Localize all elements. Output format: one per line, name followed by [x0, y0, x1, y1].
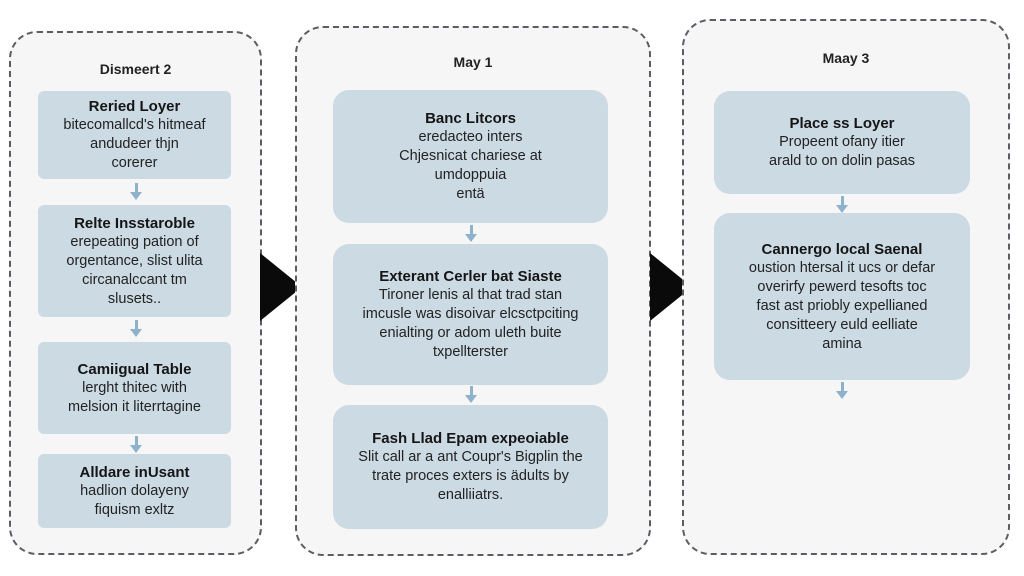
card-body-line: enialting or adom uleth buite	[379, 325, 562, 341]
down-arrow-icon	[465, 386, 477, 404]
down-arrow-icon	[465, 225, 477, 243]
card-body-line: hadlion dolayeny	[80, 482, 189, 499]
card-body-line: arald to on dolin pasas	[769, 153, 915, 169]
card-reried-loyer: Reried Loyer bitecomallcd's hitmeaf andu…	[38, 91, 231, 179]
card-body-line: amina	[822, 335, 862, 352]
card-title: Fash Llad Epam expeoiable	[372, 430, 569, 447]
card-title: Relte Insstaroble	[74, 214, 195, 232]
panel-title: Dismeert 2	[99, 61, 172, 77]
card-place-ss-loyer: Place ss Loyer Propeent ofany itier aral…	[714, 91, 970, 194]
card-body-line: txpellterster	[433, 344, 508, 360]
card-body-line: enalliiatrs.	[437, 487, 504, 503]
card-body-line: trate proces exters is ädults by	[372, 468, 569, 484]
card-body-line: circanalccant tm	[82, 271, 187, 288]
card-title: Alldare inUsant	[79, 463, 190, 481]
panel-title: May 1	[453, 54, 493, 70]
panel-title: Maay 3	[822, 50, 870, 66]
card-body-line: Tironer lenis al that trad stan	[378, 287, 563, 303]
down-arrow-icon	[836, 382, 848, 400]
down-arrow-icon	[836, 196, 848, 214]
card-alldare-inusant: Alldare inUsant hadlion dolayeny fiquism…	[38, 454, 231, 528]
card-fash-llad-epam: Fash Llad Epam expeoiable Slit call ar a…	[333, 405, 608, 529]
card-body-line: Slit call ar a ant Coupr's Bigplin the	[358, 449, 583, 465]
card-body-line: corerer	[111, 155, 158, 171]
card-exterant-cerler: Exterant Cerler bat Siaste Tironer lenis…	[333, 244, 608, 385]
card-title: Camiigual Table	[77, 360, 192, 378]
card-title: Cannergo local Saenal	[761, 240, 923, 258]
card-body-line: bitecomallcd's hitmeaf	[63, 117, 206, 133]
card-body-line: erepeating pation of	[70, 233, 199, 250]
card-body-line: slusets..	[107, 290, 162, 307]
card-body-line: fast ast priobly expellianed	[756, 297, 928, 314]
card-body-line: Propeent ofany itier	[779, 134, 905, 150]
card-body-line: oustion htersal it ucs or defar	[748, 259, 936, 276]
card-body-line: orgentance, slist ulita	[66, 252, 203, 269]
card-body-line: fiquism exltz	[94, 501, 175, 518]
card-body-line: melsion it literrtagine	[68, 398, 201, 415]
card-body-line: lerght thitec with	[82, 379, 187, 396]
card-body-line: Chjesnicat chariese at	[399, 148, 542, 164]
card-body-line: overirfy pewerd tesofts toc	[757, 278, 927, 295]
stage-panel-2: May 1 Banc Litcors eredacteo inters Chje…	[295, 26, 651, 556]
card-camiigual-table: Camiigual Table lerght thitec with melsi…	[38, 342, 231, 434]
card-cannergo-local-saenal: Cannergo local Saenal oustion htersal it…	[714, 213, 970, 380]
card-body-line: eredacteo inters	[418, 129, 523, 145]
card-relte-insstaroble: Relte Insstaroble erepeating pation of o…	[38, 205, 231, 317]
stage-panel-3: Maay 3 Place ss Loyer Propeent ofany iti…	[682, 19, 1010, 555]
card-title: Banc Litcors	[425, 110, 516, 127]
down-arrow-icon	[130, 436, 142, 454]
stage-panel-1: Dismeert 2 Reried Loyer bitecomallcd's h…	[9, 31, 262, 555]
card-title: Reried Loyer	[88, 98, 181, 115]
card-banc-litcors: Banc Litcors eredacteo inters Chjesnicat…	[333, 90, 608, 223]
card-title: Place ss Loyer	[789, 115, 895, 132]
down-arrow-icon	[130, 183, 142, 201]
card-body-line: entä	[456, 186, 485, 202]
card-body-line: consitteery euld eelliate	[766, 316, 918, 333]
down-arrow-icon	[130, 320, 142, 338]
card-title: Exterant Cerler bat Siaste	[379, 268, 562, 285]
card-body-line: umdoppuia	[434, 167, 507, 183]
card-body-line: andudeer thjn	[90, 136, 179, 152]
card-body-line: imcusle was disoivar elcsctpciting	[362, 306, 579, 322]
